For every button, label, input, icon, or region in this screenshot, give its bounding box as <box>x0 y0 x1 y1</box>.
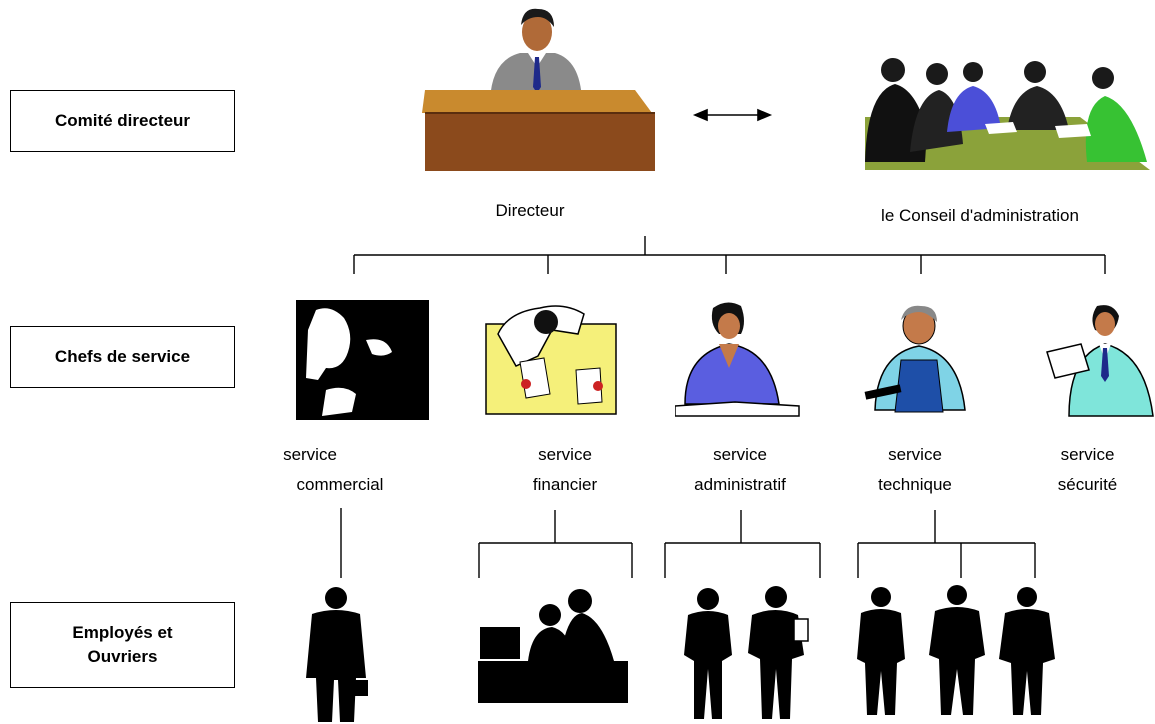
level-box-comite-directeur: Comité directeur <box>10 90 235 152</box>
financial-employees-silhouette-icon <box>478 589 628 703</box>
caption-conseil-administration: le Conseil d'administration <box>881 206 1079 225</box>
service-securite-line1: service <box>1060 445 1115 464</box>
financial-head-at-desk-icon <box>485 305 617 415</box>
caption-service-financier: service financier <box>495 440 635 500</box>
service-technique-line2: technique <box>878 475 952 494</box>
caption-service-commercial: service commercial <box>270 440 410 500</box>
administrative-head-woman-icon <box>675 302 800 417</box>
technical-head-apron-icon <box>864 305 966 413</box>
service-financier-line2: financier <box>532 475 598 494</box>
director-at-desk-icon <box>422 8 655 171</box>
level-label-bottom-1: Employés et <box>72 623 173 642</box>
level-label-middle: Chefs de service <box>54 347 191 366</box>
level-box-employes-ouvriers: Employés et Ouvriers <box>10 602 235 688</box>
commercial-employee-silhouette-icon <box>306 587 368 722</box>
level-box-chefs-de-service: Chefs de service <box>10 326 235 388</box>
caption-service-securite: service sécurité <box>1030 440 1145 500</box>
caption-directeur: Directeur <box>495 201 565 220</box>
level-label-top: Comité directeur <box>54 111 191 130</box>
technical-workers-silhouette-icon <box>857 585 1055 715</box>
commercial-head-silhouette-icon <box>296 300 429 420</box>
double-arrow-icon <box>692 108 773 122</box>
service-administratif-line2: administratif <box>694 475 786 494</box>
service-administratif-line1: service <box>713 445 767 464</box>
administrative-employees-silhouette-icon <box>684 586 809 719</box>
service-commercial-line1: service <box>283 445 337 464</box>
security-head-icon <box>1046 305 1154 417</box>
board-meeting-icon <box>865 58 1150 170</box>
caption-service-administratif: service administratif <box>660 440 820 500</box>
service-commercial-line2: commercial <box>296 475 384 494</box>
level-label-bottom-2: Ouvriers <box>87 647 158 666</box>
service-financier-line1: service <box>538 445 592 464</box>
service-technique-line1: service <box>888 445 942 464</box>
caption-service-technique: service technique <box>845 440 985 500</box>
service-securite-line2: sécurité <box>1057 475 1118 494</box>
